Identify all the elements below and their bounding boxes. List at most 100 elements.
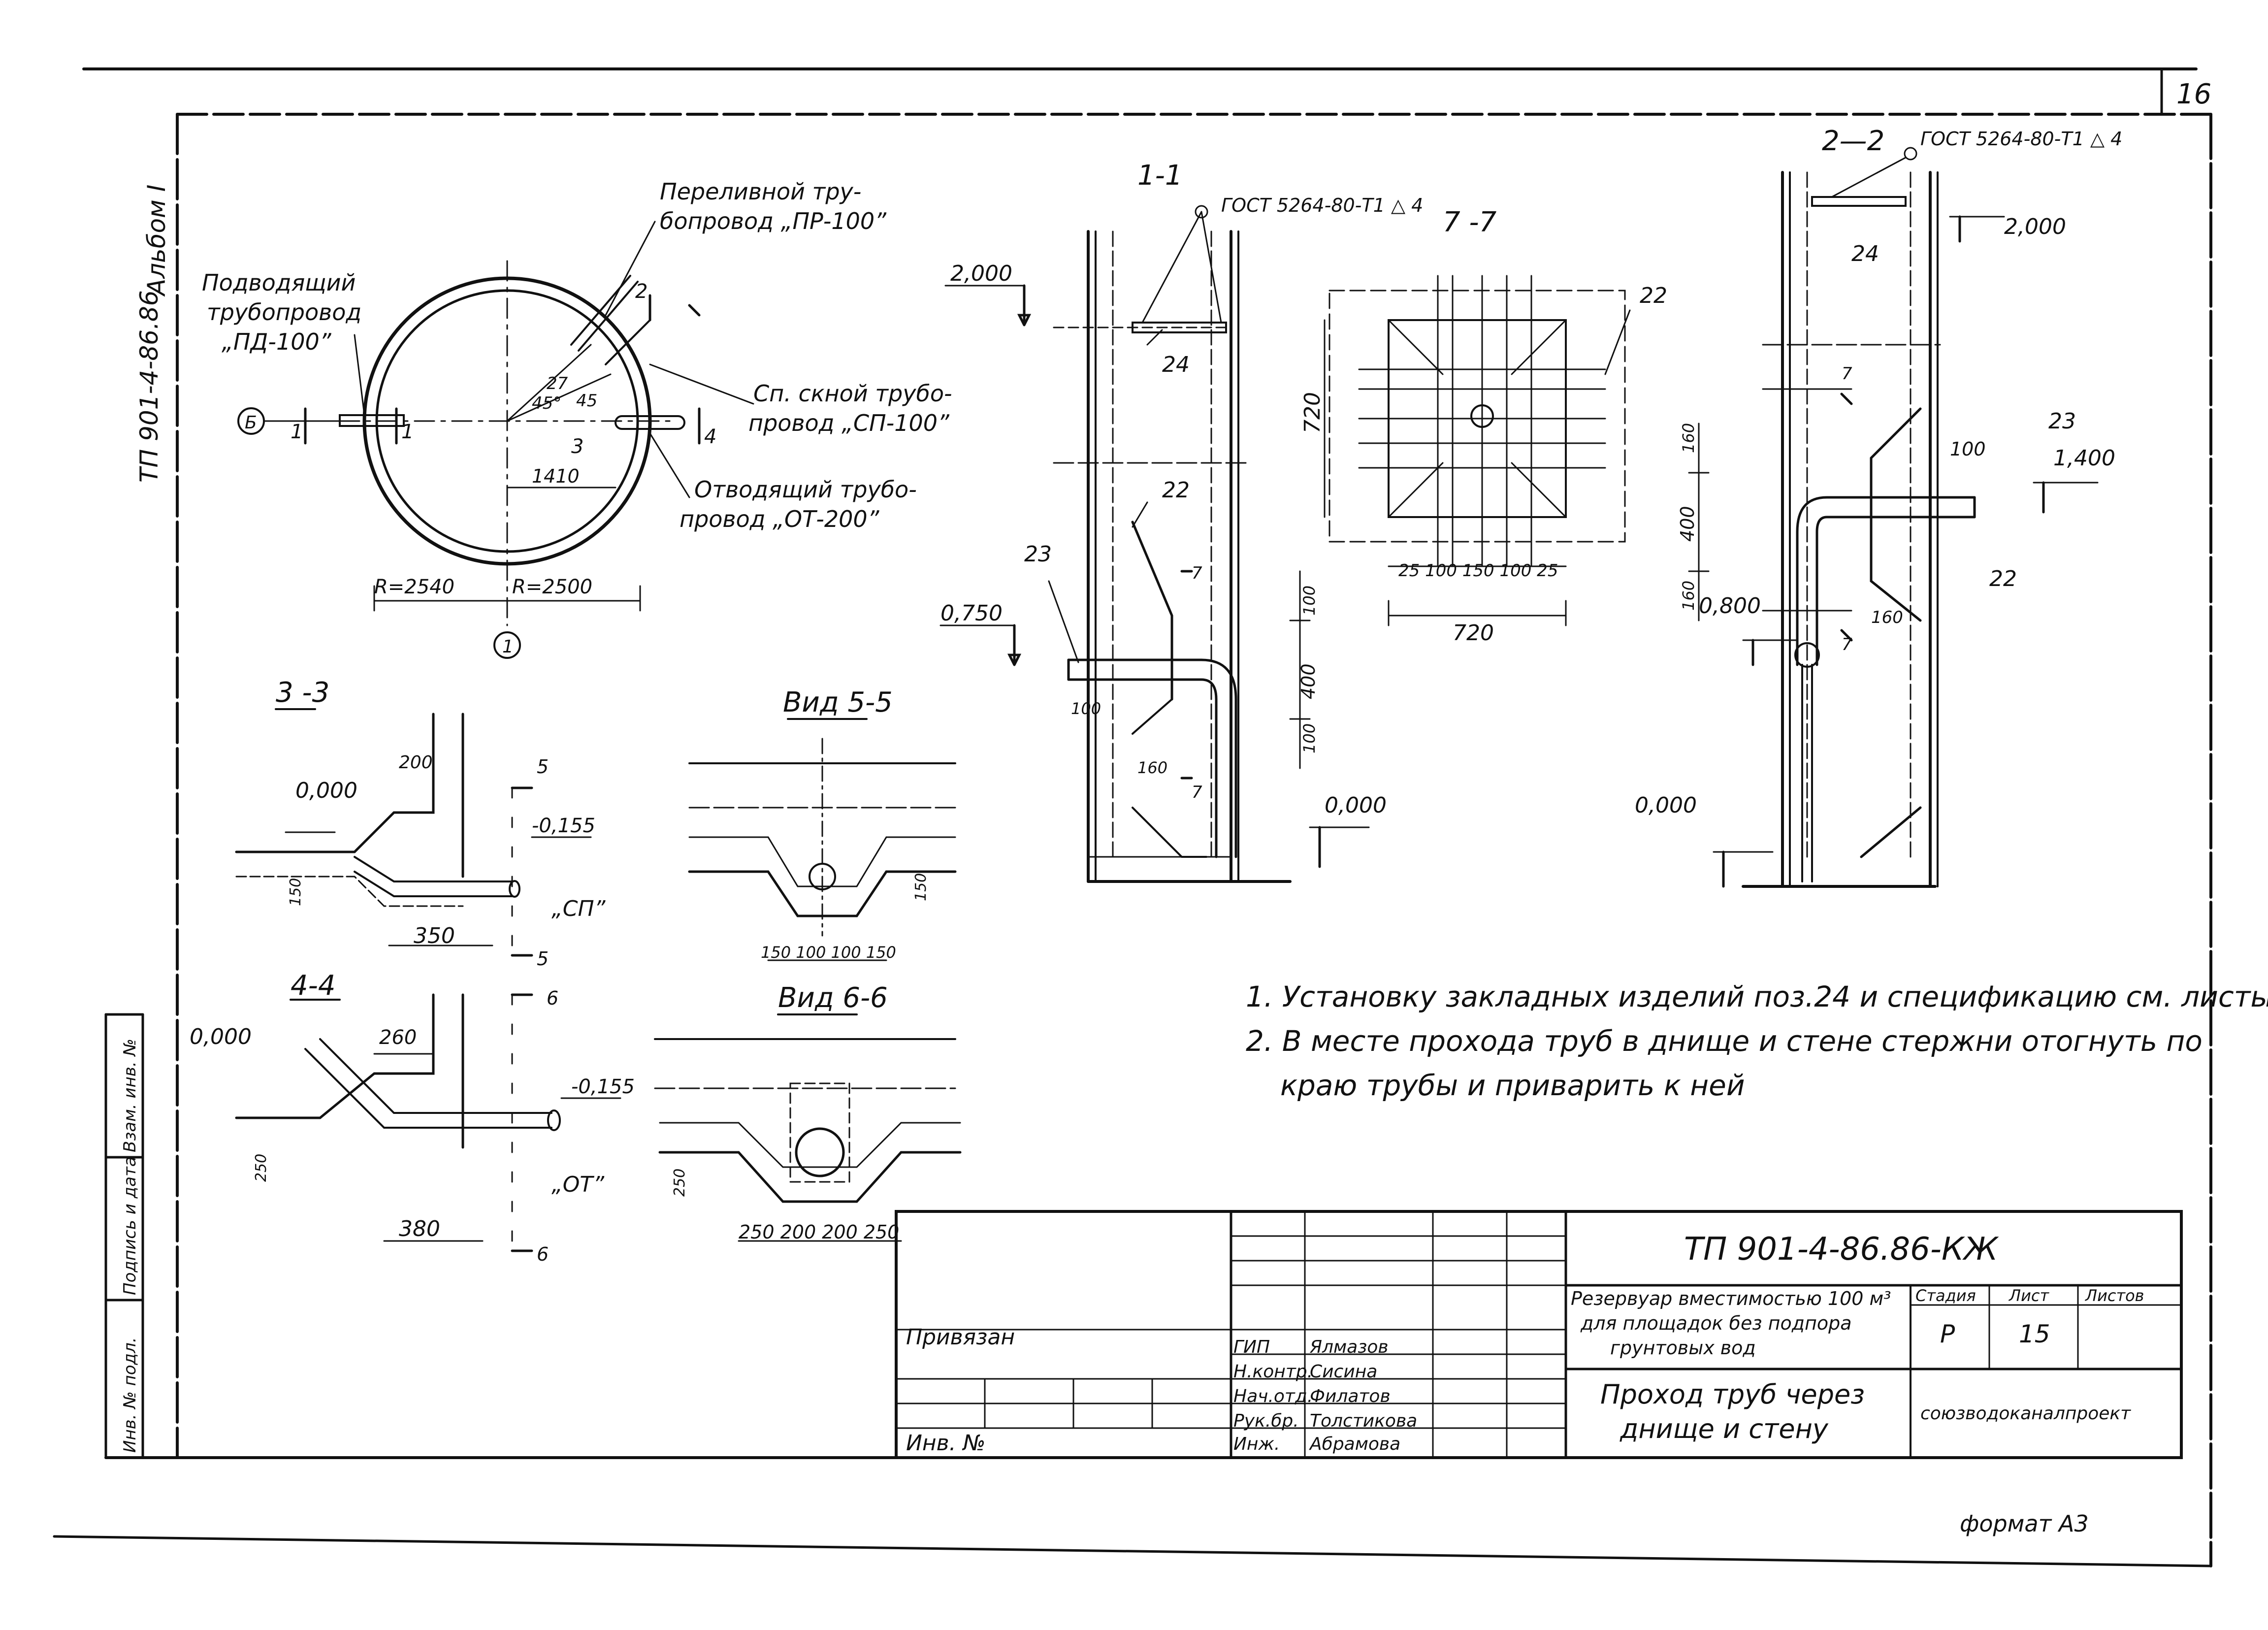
section-2-2 (1688, 147, 2099, 888)
sec11-level-mid: 0,750 (940, 601, 1003, 626)
angle-45b: 45 (576, 391, 597, 411)
format-label: формат А3 (1960, 1510, 2089, 1537)
axis-b: Б (245, 413, 257, 433)
sec11-pos23: 23 (1024, 542, 1052, 567)
sec55-dims: 150 100 100 150 (761, 943, 896, 962)
sec22-pos22: 22 (1989, 566, 2017, 591)
inv-no-label: Инв. № (906, 1431, 986, 1456)
sec11-pos24: 24 (1162, 352, 1190, 377)
sec33-label-sp: „СП” (551, 896, 606, 921)
sec44-dim-380: 380 (399, 1216, 440, 1241)
supply-label-3: „ПД-100” (222, 328, 332, 355)
section-3-3 (235, 708, 592, 957)
sec11-level-top: 2,000 (950, 261, 1012, 286)
title-block-frame (895, 1210, 2183, 1459)
sec-mark-3: 3 (571, 435, 583, 458)
stage-value: Р (1940, 1320, 1955, 1348)
sec11-cut7b: 7 (1192, 782, 1202, 802)
album-label: Альбом I (142, 185, 171, 297)
sec33-cut5b: 5 (537, 948, 549, 970)
sheet-value: 15 (2019, 1320, 2050, 1348)
sec11-dim-100b: 100 (1300, 586, 1319, 616)
sec-mark-4: 4 (704, 425, 716, 448)
stage-label: Стадия (1915, 1286, 1976, 1305)
sec11-dim-100c: 100 (1300, 723, 1319, 753)
sec77-dim-720v: 720 (1300, 392, 1325, 433)
sec22-cut7b: 7 (1842, 635, 1852, 654)
sec77-pos22: 22 (1640, 283, 1667, 308)
role-inzh: Инж. (1233, 1434, 1280, 1454)
sec33-dim-200: 200 (399, 752, 433, 773)
corner-number: 16 (2176, 78, 2211, 110)
sec66-dims: 250 200 200 250 (739, 1221, 899, 1243)
drain-label-1: Сп. скной трубо- (753, 380, 952, 407)
sec33-title: 3 -3 (276, 677, 329, 709)
role-rukbr: Рук.бр. (1233, 1411, 1299, 1431)
sec11-dim-400: 400 (1297, 663, 1319, 699)
dim-r-right: R=2500 (512, 576, 592, 598)
drawing-labels: 16 формат А3 Альбом I ТП 901-4-86.86 Под… (120, 78, 2211, 1537)
sec11-dim-100a: 100 (1071, 699, 1101, 718)
org-name: союзводоканалпроект (1920, 1403, 2131, 1424)
privyazan-label: Привязан (906, 1325, 1015, 1350)
sheet-title-1: Проход труб через (1600, 1379, 1865, 1410)
name-rukbr: Толстикова (1310, 1411, 1418, 1431)
sec44-title: 4-4 (291, 970, 335, 1002)
stamp-col1: Инв. № подл. (120, 1337, 140, 1453)
note-3: краю трубы и приварить к ней (1280, 1069, 1745, 1102)
overflow-label-1: Переливной тру- (660, 178, 861, 205)
dim-1410: 1410 (532, 465, 580, 487)
sec33-dim-350: 350 (414, 923, 455, 948)
name-inzh: Абрамова (1310, 1434, 1401, 1454)
view-5-5 (688, 718, 957, 961)
sec22-level-bottom: 0,000 (1635, 793, 1697, 818)
sec22-dim-400: 400 (1677, 506, 1698, 542)
sec55-title: Вид 5-5 (783, 686, 893, 718)
sec22-gost: ГОСТ 5264-80-Т1 △ 4 (1920, 128, 2122, 150)
sec22-level-0800: 0,800 (1699, 593, 1761, 619)
plan-view (237, 221, 754, 659)
project-title-1: Резервуар вместимостью 100 м³ (1571, 1288, 1891, 1309)
sec22-cut7a: 7 (1842, 364, 1852, 384)
sec22-dim-160a: 160 (1679, 423, 1698, 453)
sec33-level-m0155: -0,155 (532, 815, 595, 837)
sec44-dim-250: 250 (253, 1154, 270, 1182)
angle-27: 27 (547, 374, 568, 393)
sec22-level-top: 2,000 (2004, 214, 2066, 239)
sec22-level-1400: 1,400 (2053, 446, 2115, 471)
role-gip: ГИП (1233, 1337, 1270, 1357)
name-nkontr: Сисина (1310, 1362, 1378, 1382)
sheet-label: Лист (2009, 1286, 2049, 1305)
sec22-title: 2—2 (1822, 125, 1884, 157)
sec44-label-ot: „ОТ” (551, 1172, 605, 1197)
sec66-dim-250: 250 (671, 1169, 688, 1197)
sec77-dim-720h: 720 (1453, 620, 1494, 646)
role-nachotd: Нач.отд. (1233, 1386, 1313, 1406)
project-title-2: для площадок без подпора (1581, 1312, 1852, 1334)
name-gip: Ялмазов (1310, 1337, 1389, 1357)
sec-mark-1b: 1 (401, 421, 414, 443)
sheet-frame (53, 67, 2212, 1567)
sec44-cut6a: 6 (547, 987, 558, 1009)
sec77-title: 7 -7 (1443, 206, 1497, 238)
sec33-level-000: 0,000 (295, 778, 357, 803)
section-4-4 (235, 993, 621, 1252)
axis-1: 1 (502, 637, 514, 657)
sec44-dim-260: 260 (379, 1026, 417, 1049)
sec22-dim-160c: 160 (1871, 608, 1903, 627)
sec11-dim-160: 160 (1137, 758, 1167, 777)
sec55-dim-150: 150 (912, 873, 930, 901)
sec22-pos23: 23 (2048, 409, 2076, 434)
vertical-code: ТП 901-4-86.86 (135, 290, 163, 483)
sec44-level-000: 0,000 (190, 1024, 252, 1049)
sec33-dim-150: 150 (287, 878, 304, 906)
sec66-title: Вид 6-6 (778, 982, 888, 1014)
left-stamp-frame (104, 1013, 144, 1459)
name-nachotd: Филатов (1310, 1386, 1391, 1406)
sec11-title: 1-1 (1137, 160, 1182, 192)
sec-mark-2: 2 (635, 280, 648, 303)
sec11-level-bottom: 0,000 (1325, 793, 1387, 818)
supply-label-1: Подводящий (202, 269, 356, 296)
